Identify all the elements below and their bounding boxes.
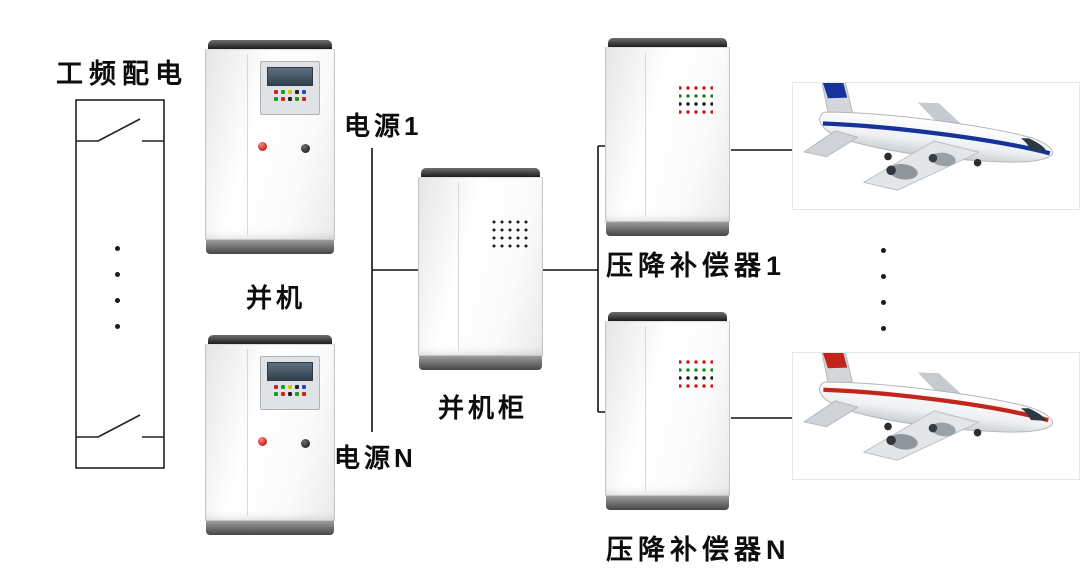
door-seam (645, 326, 647, 491)
button-grid (679, 84, 713, 116)
button-grid (679, 358, 713, 390)
cabinet-base (606, 222, 729, 236)
black-knob (301, 439, 310, 448)
control-panel (260, 356, 320, 410)
engine-pod (931, 152, 956, 167)
display-screen (267, 362, 313, 381)
aircraft-illustration (803, 353, 1053, 461)
cabinet-base (206, 240, 334, 254)
landing-gear (884, 422, 892, 431)
compensator-cabinet-n (605, 312, 730, 510)
power-cabinet-n (205, 335, 335, 535)
aircraft-1 (792, 82, 1080, 210)
label-compensator-1: 压降补偿器1 (606, 251, 787, 281)
landing-gear (884, 152, 892, 161)
switch-symbol-bottom (76, 414, 164, 438)
cabinet-top (208, 40, 332, 49)
label-compensator-n: 压降补偿器N (606, 535, 791, 565)
cabinet-base (206, 521, 334, 535)
door-seam (645, 52, 647, 217)
cabinet-top (421, 168, 540, 177)
indicator-lights (261, 392, 319, 396)
landing-gear (973, 428, 982, 437)
engine-pod (889, 164, 918, 180)
indicator-lights (261, 90, 319, 94)
distribution-switch-box (75, 99, 165, 469)
vertical-ellipsis-aircraft (880, 248, 886, 352)
vertical-ellipsis-distribution (114, 246, 120, 350)
aircraft-2 (792, 352, 1080, 480)
cabinet-top (608, 312, 727, 321)
aircraft-illustration (803, 83, 1053, 191)
fuselage-stripe (822, 121, 1051, 156)
cabinet-body (605, 321, 730, 496)
cabinet-top (608, 38, 727, 47)
horizontal-stabilizer (803, 130, 859, 158)
label-grid-distribution: 工频配电 (56, 59, 188, 89)
black-knob (301, 144, 310, 153)
fin-accent (822, 83, 848, 99)
cabinet-body (205, 49, 335, 240)
cockpit (1020, 408, 1047, 421)
control-panel (260, 61, 320, 115)
cockpit (1020, 138, 1047, 151)
switch-symbol-top (76, 118, 164, 142)
cabinet-body (205, 344, 335, 521)
power-cabinet-1 (205, 40, 335, 254)
door-seam (458, 182, 460, 351)
label-parallel-cabinet: 并机柜 (438, 393, 529, 423)
fin-accent (822, 353, 848, 369)
fuselage-stripe (823, 387, 1049, 423)
red-knob (258, 437, 267, 446)
door-seam (246, 54, 248, 235)
vent-dot-grid (490, 218, 530, 248)
cabinet-base (419, 356, 542, 370)
indicator-lights (261, 385, 319, 389)
horizontal-stabilizer (803, 400, 859, 428)
engine-pod (889, 434, 918, 450)
display-screen (267, 67, 313, 86)
label-parallel: 并机 (246, 283, 307, 313)
indicator-lights (261, 97, 319, 101)
door-seam (246, 349, 248, 516)
landing-gear (973, 158, 982, 167)
cabinet-top (208, 335, 332, 344)
label-source-n: 电源N (334, 443, 417, 473)
compensator-cabinet-1 (605, 38, 730, 236)
cabinet-body (605, 47, 730, 222)
label-source-1: 电源1 (344, 111, 423, 141)
engine-pod (931, 422, 956, 437)
red-knob (258, 142, 267, 151)
parallel-cabinet (418, 168, 543, 370)
cabinet-base (606, 496, 729, 510)
cabinet-body (418, 177, 543, 356)
